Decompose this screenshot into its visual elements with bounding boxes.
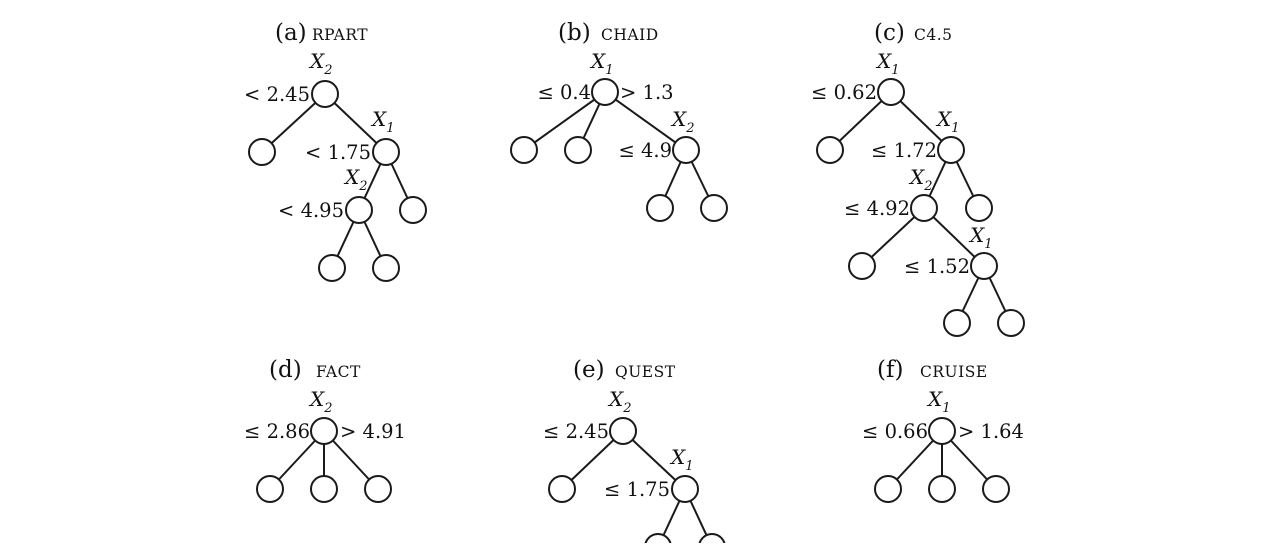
panel-b-threshold-label: ≤ 4.9 <box>618 139 672 162</box>
panel-e-threshold-label: ≤ 1.75 <box>604 478 670 501</box>
panel-b-edge <box>604 91 687 151</box>
panel-e-leaf-node <box>644 533 672 548</box>
panel-b-edge <box>523 91 606 151</box>
panel-c-var-label: X2 <box>908 165 933 194</box>
panel-b-caption-name: CHAID <box>601 26 659 44</box>
panel-a-var-label: X1 <box>370 107 395 136</box>
panel-e-caption-name: QUEST <box>615 363 676 381</box>
panel-a-edge <box>324 93 387 153</box>
panel-b-leaf-node <box>564 136 592 164</box>
panel-d-leaf-node <box>310 475 338 503</box>
panel-d-var-label: X2 <box>308 387 333 416</box>
panel-a-var-label: X2 <box>343 165 368 194</box>
panel-b-leaf-node <box>646 194 674 222</box>
panel-a-threshold-label: < 4.95 <box>278 199 344 222</box>
panel-b-leaf-node <box>700 194 728 222</box>
panel-e-threshold-label: ≤ 2.45 <box>543 420 609 443</box>
panel-c-leaf-node <box>965 194 993 222</box>
panel-b-caption-letter: (b) <box>558 20 591 46</box>
panel-d: (d) FACT X2 ≤ 2.86 > 4.91 <box>244 357 406 503</box>
panel-c-var-label: X1 <box>968 223 993 252</box>
panel-b-var-label: X2 <box>670 107 695 136</box>
panel-b-threshold-label: ≤ 0.4 <box>537 81 591 104</box>
panel-d-leaf-node <box>364 475 392 503</box>
panel-c-edge <box>829 91 892 151</box>
panel-c-edge <box>861 207 925 267</box>
panel-a-leaf-node <box>248 138 276 166</box>
panel-b-split-node <box>672 136 700 164</box>
panel-f-threshold-label: > 1.64 <box>958 420 1024 443</box>
panel-e-split-node <box>671 475 699 503</box>
panel-e-var-label: X1 <box>669 445 694 474</box>
panel-c-threshold-label: ≤ 4.92 <box>844 197 910 220</box>
panel-c-var-label: X1 <box>935 107 960 136</box>
panel-a-caption-name: RPART <box>312 26 368 44</box>
panel-f-var-label: X1 <box>926 387 951 416</box>
panel-e-leaf-node <box>548 475 576 503</box>
panel-c-caption-name: C4.5 <box>914 26 953 44</box>
panel-a-leaf-node <box>399 196 427 224</box>
panel-c-threshold-label: ≤ 1.72 <box>871 139 937 162</box>
panel-c-threshold-label: ≤ 0.62 <box>811 81 877 104</box>
panel-f-leaf-node <box>982 475 1010 503</box>
panel-a: (a) RPART X2 X1 X2 < 2.45 < 1.75 < 4.95 <box>244 20 427 282</box>
panel-d-caption-letter: (d) <box>269 357 302 383</box>
panel-a-split-node <box>311 80 339 108</box>
panel-d-threshold-label: > 4.91 <box>340 420 406 443</box>
panel-c-leaf-node <box>816 136 844 164</box>
panel-a-leaf-node <box>318 254 346 282</box>
panel-c-split-node <box>970 252 998 280</box>
panel-d-caption-name: FACT <box>316 363 361 381</box>
panel-f-caption-name: CRUISE <box>920 363 988 381</box>
panel-f: (f) CRUISE X1 ≤ 0.66 > 1.64 <box>862 357 1024 503</box>
panel-b-threshold-label: > 1.3 <box>620 81 674 104</box>
panel-b-split-node <box>591 78 619 106</box>
panel-f-caption-letter: (f) <box>877 357 903 383</box>
panel-a-split-node <box>372 138 400 166</box>
panel-a-caption-letter: (a) <box>275 20 307 46</box>
panel-d-leaf-node <box>256 475 284 503</box>
panel-f-leaf-node <box>874 475 902 503</box>
panel-e-var-label: X2 <box>607 387 632 416</box>
panel-e-edge <box>561 430 624 490</box>
panel-a-split-node <box>345 196 373 224</box>
panel-b-leaf-node <box>510 136 538 164</box>
panel-c: (c) C4.5 X1 X1 X2 X1 ≤ 0.62 ≤ 1.72 ≤ 4.9… <box>811 20 1025 337</box>
panel-c-leaf-node <box>997 309 1025 337</box>
panel-a-edge <box>261 93 326 153</box>
panel-d-threshold-label: ≤ 2.86 <box>244 420 310 443</box>
panel-c-var-label: X1 <box>875 49 900 78</box>
panel-c-caption-letter: (c) <box>874 20 905 46</box>
panel-c-split-node <box>877 78 905 106</box>
panel-f-split-node <box>928 417 956 445</box>
panel-c-threshold-label: ≤ 1.52 <box>904 255 970 278</box>
panel-c-leaf-node <box>848 252 876 280</box>
panel-c-split-node <box>937 136 965 164</box>
panel-c-leaf-node <box>943 309 971 337</box>
panel-b: (b) CHAID X1 X2 ≤ 0.4 > 1.3 ≤ 4.9 <box>510 20 728 222</box>
panel-a-threshold-label: < 1.75 <box>305 141 371 164</box>
panel-a-var-label: X2 <box>308 49 333 78</box>
panel-a-leaf-node <box>372 254 400 282</box>
panel-e-edge <box>622 430 686 490</box>
panel-e-caption-letter: (e) <box>573 357 605 383</box>
panel-d-split-node <box>310 417 338 445</box>
panel-a-threshold-label: < 2.45 <box>244 83 310 106</box>
panel-e-split-node <box>609 417 637 445</box>
panel-f-threshold-label: ≤ 0.66 <box>862 420 928 443</box>
panel-c-split-node <box>910 194 938 222</box>
panel-e: (e) QUEST X2 X1 ≤ 2.45 ≤ 1.75 <box>543 357 726 548</box>
panel-b-var-label: X1 <box>589 49 614 78</box>
panel-f-leaf-node <box>928 475 956 503</box>
panel-e-leaf-node <box>698 533 726 548</box>
